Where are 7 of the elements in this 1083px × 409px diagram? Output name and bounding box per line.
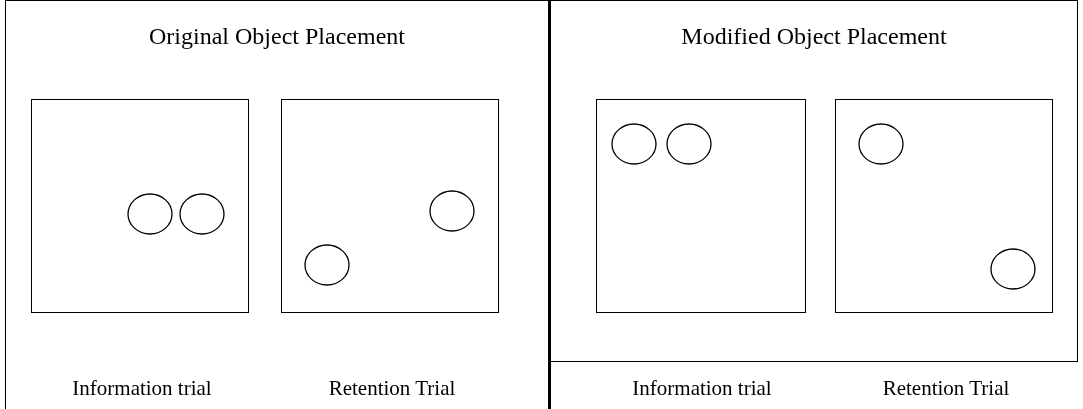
trial-caption: Retention Trial (881, 376, 1011, 401)
trial-caption: Information trial (71, 376, 213, 401)
trial-caption: Information trial (631, 376, 773, 401)
panel-heading: Modified Object Placement (680, 23, 948, 50)
panel-heading: Original Object Placement (148, 23, 406, 50)
trial-caption: Retention Trial (327, 376, 457, 401)
panel (5, 0, 551, 409)
